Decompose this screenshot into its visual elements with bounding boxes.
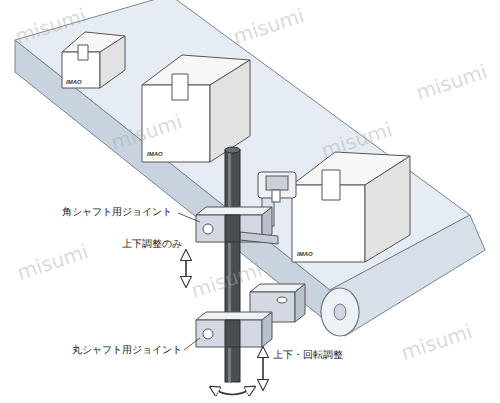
roller-axle — [334, 304, 346, 320]
carton — [142, 55, 250, 162]
watermark: misumi — [12, 3, 89, 48]
leader-line — [178, 213, 200, 222]
watermark: misumi — [318, 117, 395, 162]
watermark: misumi — [188, 257, 265, 302]
leader-line — [184, 338, 200, 350]
updown-arrow — [262, 352, 264, 385]
watermark: misumi — [398, 319, 475, 364]
adjustment-note: 上下調整のみ — [122, 238, 182, 250]
conveyor — [15, 0, 485, 336]
square-shaft-joint — [196, 207, 278, 244]
box-logo: IMAO — [66, 79, 82, 86]
carton — [292, 152, 410, 262]
box-logo: IMAO — [147, 151, 163, 158]
rotation-arrow — [214, 389, 251, 395]
watermark: misumi — [108, 109, 185, 154]
box-logo: IMAO — [297, 251, 313, 258]
updown-arrow — [185, 255, 187, 282]
belt-side — [15, 40, 345, 336]
roller-cap — [321, 288, 359, 336]
adjustment-note: 上下・回転調整 — [273, 349, 343, 361]
watermark: misumi — [413, 59, 490, 104]
watermark: misumi — [230, 3, 307, 48]
watermark: misumi — [14, 239, 91, 284]
belt-surface — [15, 0, 470, 290]
part-label: 角シャフト用ジョイント — [62, 206, 172, 218]
carton — [62, 32, 125, 88]
part-label: 丸シャフト用ジョイント — [72, 344, 182, 356]
